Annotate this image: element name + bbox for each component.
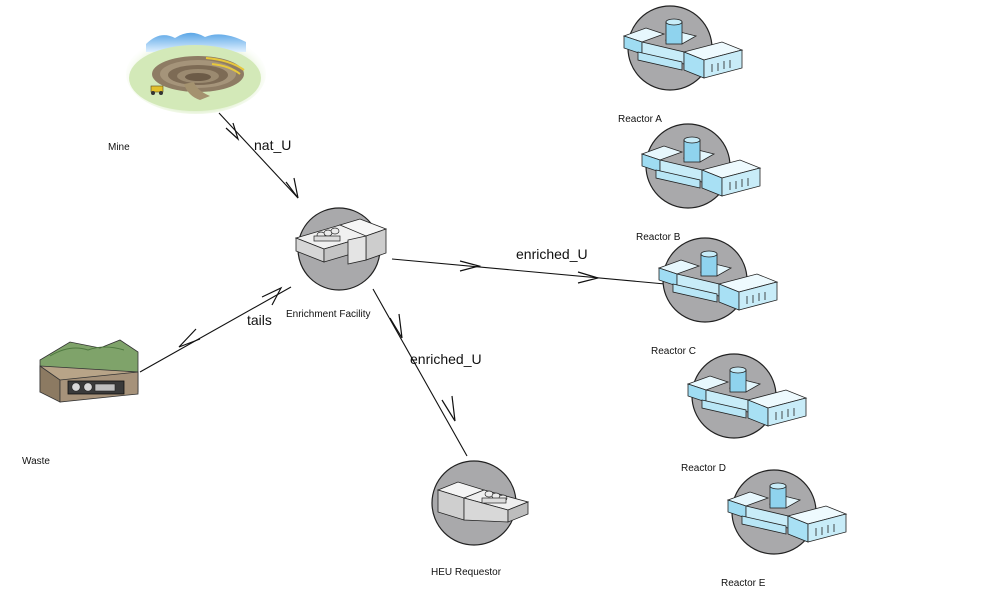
node-label-enrichment: Enrichment Facility (286, 309, 370, 320)
edge-label-enriched-u-reactor: enriched_U (516, 246, 588, 262)
mine-icon (126, 32, 266, 114)
edge-label-tails: tails (247, 312, 272, 328)
reactor-a-icon (622, 5, 744, 91)
heu-requestor-icon (431, 460, 530, 546)
waste-repository-icon (39, 339, 139, 403)
edge-enrichment-to-waste (139, 286, 292, 373)
node-label-reactor-a: Reactor A (618, 114, 662, 125)
node-label-heu: HEU Requestor (431, 567, 502, 578)
reactor-c-icon (657, 237, 779, 323)
node-label-mine: Mine (108, 142, 130, 153)
reactor-b-icon (640, 123, 762, 209)
reactor-e-icon (726, 469, 848, 555)
edge-mine-to-enrichment (218, 112, 299, 199)
edge-label-enriched-u-heu: enriched_U (410, 351, 482, 367)
node-label-reactor-b: Reactor B (636, 232, 681, 243)
node-label-reactor-d: Reactor D (681, 463, 726, 474)
edge-label-nat-u: nat_U (254, 137, 291, 153)
edge-enrichment-to-reactor-c (391, 258, 666, 285)
enrichment-facility-icon (294, 207, 388, 291)
node-label-reactor-e: Reactor E (721, 578, 766, 589)
node-label-waste: Waste (22, 456, 50, 467)
edge-enrichment-to-heu (372, 288, 468, 457)
node-label-reactor-c: Reactor C (651, 346, 696, 357)
reactor-d-icon (686, 353, 808, 439)
